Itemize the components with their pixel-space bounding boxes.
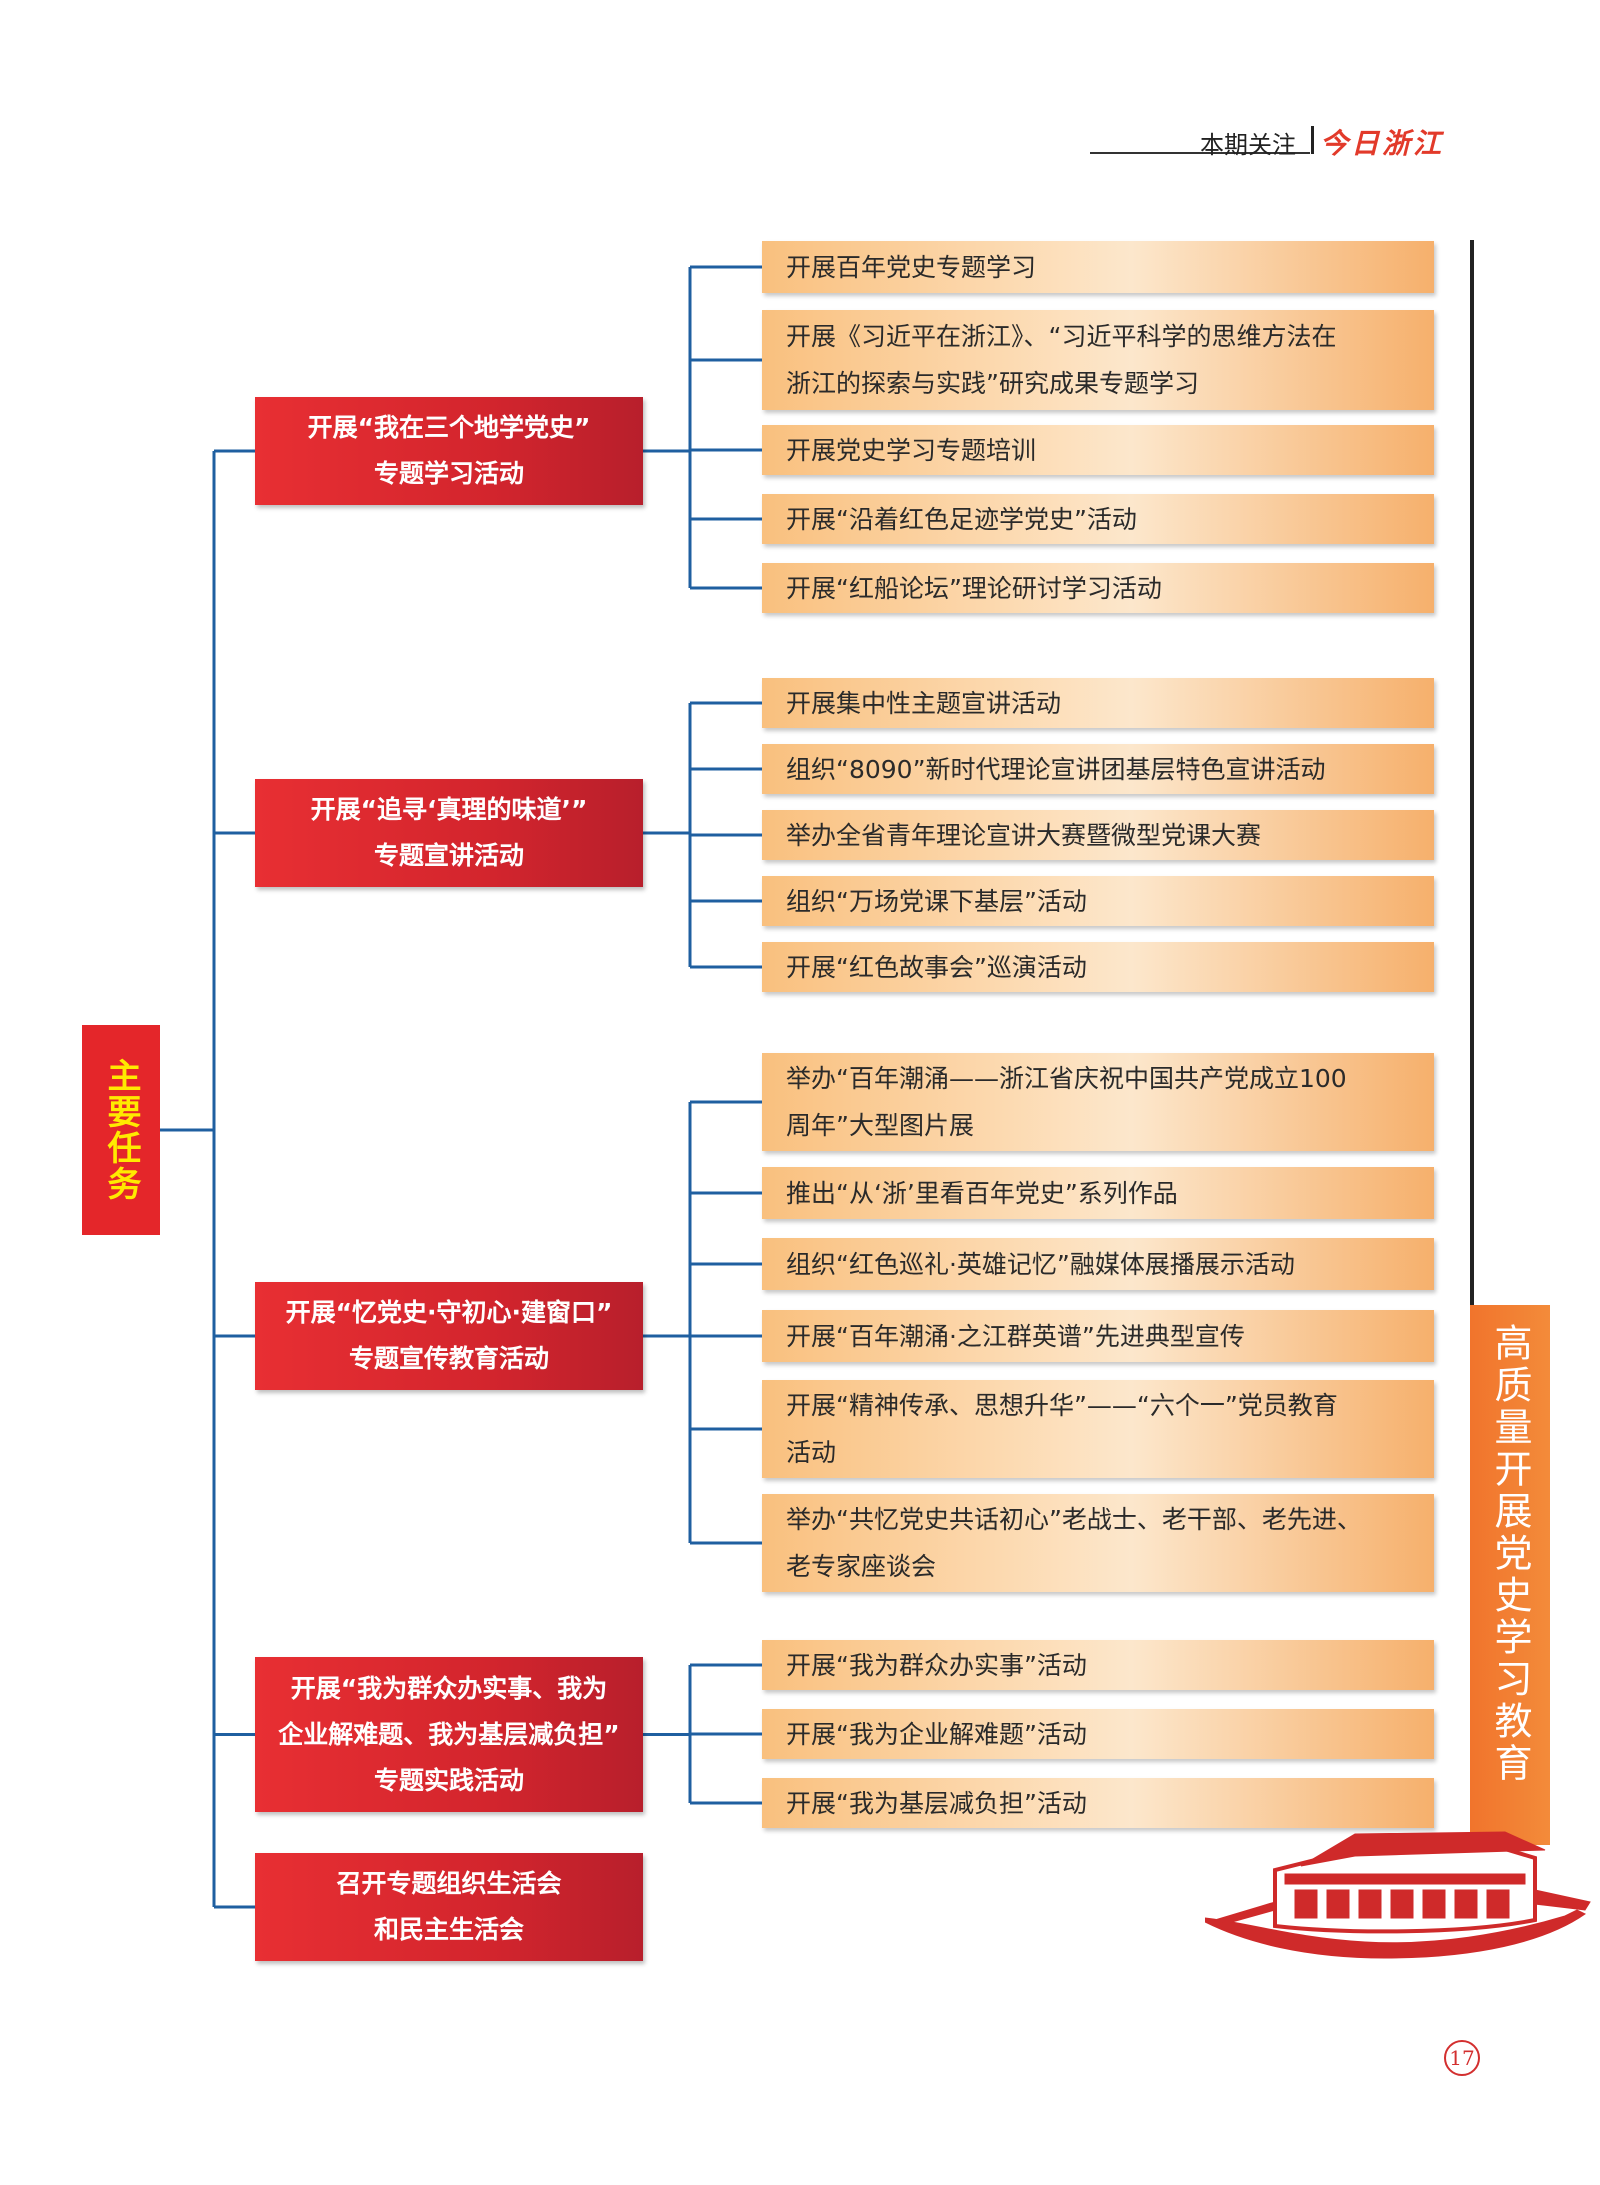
branch-node-3: 开展“我为群众办实事、我为 企业解难题、我为基层减负担” 专题实践活动	[255, 1657, 643, 1812]
branch-node-label: 开展“忆党史·守初心·建窗口” 专题宣传教育活动	[285, 1298, 613, 1373]
leaf-node-0-3: 开展“沿着红色足迹学党史”活动	[762, 494, 1434, 544]
leaf-node-label: 开展集中性主题宣讲活动	[786, 688, 1062, 718]
page-number: 17	[1444, 2040, 1480, 2076]
branch-node-4: 召开专题组织生活会 和民主生活会	[255, 1853, 643, 1961]
leaf-node-2-5: 举办“共忆党史共话初心”老战士、老干部、老先进、 老专家座谈会	[762, 1494, 1434, 1592]
leaf-node-3-1: 开展“我为企业解难题”活动	[762, 1709, 1434, 1759]
header-section-label: 本期关注	[1200, 131, 1296, 159]
leaf-node-2-1: 推出“从‘浙’里看百年党史”系列作品	[762, 1167, 1434, 1219]
branch-node-label: 开展“追寻‘真理的味道’” 专题宣讲活动	[310, 795, 588, 870]
leaf-node-label: 开展百年党史专题学习	[786, 252, 1037, 282]
leaf-node-label: 开展“百年潮涌·之江群英谱”先进典型宣传	[786, 1321, 1245, 1351]
leaf-node-label: 组织“万场党课下基层”活动	[786, 886, 1087, 916]
leaf-node-label: 开展党史学习专题培训	[786, 435, 1037, 465]
branch-node-label: 召开专题组织生活会 和民主生活会	[336, 1869, 562, 1944]
leaf-node-label: 开展“精神传承、思想升华”——“六个一”党员教育 活动	[786, 1391, 1338, 1467]
leaf-node-1-0: 开展集中性主题宣讲活动	[762, 678, 1434, 728]
branch-node-2: 开展“忆党史·守初心·建窗口” 专题宣传教育活动	[255, 1282, 643, 1390]
leaf-node-label: 推出“从‘浙’里看百年党史”系列作品	[786, 1178, 1178, 1208]
leaf-node-label: 举办全省青年理论宣讲大赛暨微型党课大赛	[786, 820, 1262, 850]
side-vertical-rule	[1470, 240, 1474, 1305]
red-boat-icon	[1205, 1831, 1591, 1959]
side-banner-text: 高质量开展党史学习教育	[1488, 1323, 1532, 1785]
leaf-node-label: 开展《习近平在浙江》、“习近平科学的思维方法在 浙江的探索与实践”研究成果专题学…	[786, 322, 1337, 398]
branch-node-0: 开展“我在三个地学党史” 专题学习活动	[255, 397, 643, 505]
leaf-node-2-4: 开展“精神传承、思想升华”——“六个一”党员教育 活动	[762, 1380, 1434, 1478]
leaf-node-label: 开展“红船论坛”理论研讨学习活动	[786, 573, 1162, 603]
leaf-node-label: 组织“8090”新时代理论宣讲团基层特色宣讲活动	[786, 754, 1326, 784]
leaf-node-0-1: 开展《习近平在浙江》、“习近平科学的思维方法在 浙江的探索与实践”研究成果专题学…	[762, 310, 1434, 410]
leaf-node-label: 开展“红色故事会”巡演活动	[786, 952, 1087, 982]
leaf-node-0-0: 开展百年党史专题学习	[762, 241, 1434, 293]
leaf-node-1-4: 开展“红色故事会”巡演活动	[762, 942, 1434, 992]
leaf-node-2-3: 开展“百年潮涌·之江群英谱”先进典型宣传	[762, 1310, 1434, 1362]
header-rule	[1090, 152, 1310, 154]
branch-node-1: 开展“追寻‘真理的味道’” 专题宣讲活动	[255, 779, 643, 887]
leaf-node-3-2: 开展“我为基层减负担”活动	[762, 1778, 1434, 1828]
leaf-node-1-2: 举办全省青年理论宣讲大赛暨微型党课大赛	[762, 810, 1434, 860]
leaf-node-label: 组织“红色巡礼·英雄记忆”融媒体展播展示活动	[786, 1249, 1295, 1279]
leaf-node-label: 举办“共忆党史共话初心”老战士、老干部、老先进、 老专家座谈会	[786, 1505, 1362, 1581]
root-node: 主要任务	[82, 1025, 160, 1235]
leaf-node-1-3: 组织“万场党课下基层”活动	[762, 876, 1434, 926]
header-brand-logo: 今日浙江	[1320, 127, 1445, 160]
root-node-label: 主要任务	[101, 1058, 141, 1202]
leaf-node-0-4: 开展“红船论坛”理论研讨学习活动	[762, 563, 1434, 613]
side-banner: 高质量开展党史学习教育	[1470, 1305, 1550, 1845]
leaf-node-2-2: 组织“红色巡礼·英雄记忆”融媒体展播展示活动	[762, 1238, 1434, 1290]
header-separator	[1311, 126, 1314, 154]
leaf-node-label: 开展“我为企业解难题”活动	[786, 1719, 1087, 1749]
leaf-node-label: 开展“我为群众办实事”活动	[786, 1650, 1087, 1680]
leaf-node-2-0: 举办“百年潮涌——浙江省庆祝中国共产党成立100 周年”大型图片展	[762, 1053, 1434, 1151]
leaf-node-label: 开展“沿着红色足迹学党史”活动	[786, 504, 1137, 534]
leaf-node-label: 举办“百年潮涌——浙江省庆祝中国共产党成立100 周年”大型图片展	[786, 1064, 1347, 1140]
branch-node-label: 开展“我为群众办实事、我为 企业解难题、我为基层减负担” 专题实践活动	[278, 1673, 620, 1795]
leaf-node-label: 开展“我为基层减负担”活动	[786, 1788, 1087, 1818]
leaf-node-0-2: 开展党史学习专题培训	[762, 425, 1434, 475]
leaf-node-1-1: 组织“8090”新时代理论宣讲团基层特色宣讲活动	[762, 744, 1434, 794]
leaf-node-3-0: 开展“我为群众办实事”活动	[762, 1640, 1434, 1690]
branch-node-label: 开展“我在三个地学党史” 专题学习活动	[307, 413, 591, 488]
